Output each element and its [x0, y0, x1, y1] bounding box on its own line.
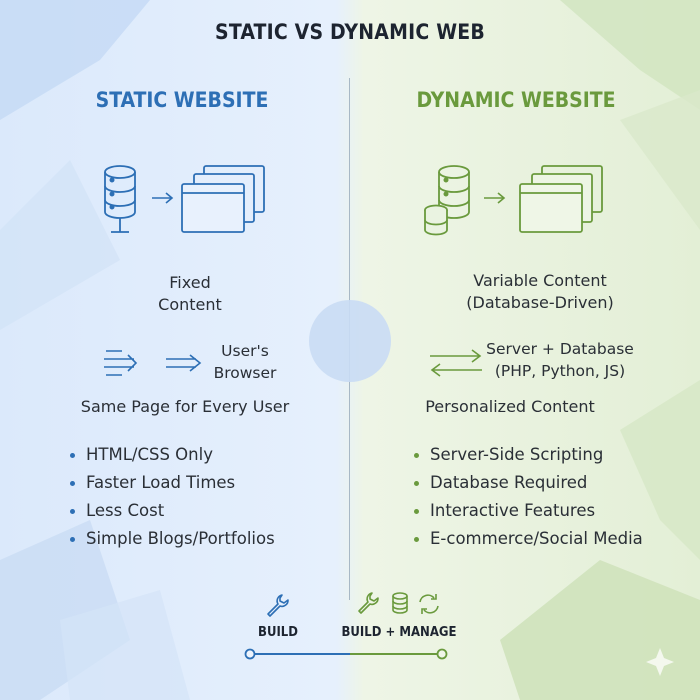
database-icon	[424, 204, 448, 236]
user-browser-label: User's Browser	[200, 340, 290, 384]
bullet-dot	[414, 509, 419, 514]
dynamic-tagline: Personalized Content	[425, 397, 595, 416]
list-item: HTML/CSS Only	[70, 441, 275, 469]
bidirectional-arrow-icon	[430, 349, 482, 377]
list-item-label: Simple Blogs/Portfolios	[86, 529, 275, 548]
list-item: Interactive Features	[414, 497, 643, 525]
center-decoration	[309, 300, 391, 382]
user-browser-line1: User's	[221, 342, 269, 360]
dynamic-content-label: Variable Content (Database-Driven)	[440, 270, 640, 314]
timeline-start-node	[244, 648, 256, 660]
main-title: STATIC VS DYNAMIC WEB	[215, 20, 485, 44]
server-database-line2: (PHP, Python, JS)	[494, 362, 626, 380]
wrench-icon	[267, 594, 289, 617]
static-tagline: Same Page for Every User	[80, 397, 290, 416]
list-item-label: Faster Load Times	[86, 473, 236, 492]
arrow-right-icon	[484, 192, 506, 204]
wrench-icon	[358, 592, 379, 614]
bullet-dot	[70, 453, 75, 458]
bullet-dot	[414, 537, 419, 542]
list-item-label: Database Required	[430, 473, 588, 492]
list-item: Faster Load Times	[70, 469, 275, 497]
list-item-label: Less Cost	[86, 501, 165, 520]
server-icon	[104, 165, 136, 233]
arrow-right-icon	[166, 354, 202, 372]
bullet-dot	[414, 481, 419, 486]
dynamic-content-line1: Variable Content	[473, 271, 607, 290]
build-manage-label: BUILD + MANAGE	[341, 625, 457, 640]
dynamic-flow	[430, 349, 482, 377]
static-diagram	[104, 165, 265, 233]
list-item: Simple Blogs/Portfolios	[70, 525, 275, 553]
stacked-windows-icon	[181, 165, 265, 233]
static-features-list: HTML/CSS Only Faster Load Times Less Cos…	[70, 441, 275, 553]
dynamic-diagram	[424, 165, 603, 236]
server-database-line1: Server + Database	[486, 340, 634, 358]
bullet-dot	[70, 481, 75, 486]
dynamic-footer-icons	[358, 592, 439, 614]
static-content-line2: Content	[158, 295, 222, 314]
build-label: BUILD	[258, 625, 298, 640]
timeline-end-node	[436, 648, 448, 660]
list-item: Server-Side Scripting	[414, 441, 643, 469]
server-database-label: Server + Database (PHP, Python, JS)	[480, 338, 640, 382]
static-content-label: Fixed Content	[90, 272, 290, 316]
bullet-dot	[70, 537, 75, 542]
stacked-windows-icon	[519, 165, 603, 233]
list-item-label: Server-Side Scripting	[430, 445, 604, 464]
dynamic-features-list: Server-Side Scripting Database Required …	[414, 441, 643, 553]
dynamic-content-line2: (Database-Driven)	[466, 293, 614, 312]
footer-timeline	[244, 648, 448, 660]
arrow-right-icon	[152, 192, 174, 204]
list-item-label: Interactive Features	[430, 501, 596, 520]
refresh-icon	[419, 594, 439, 614]
transfer-arrows-icon	[104, 350, 138, 376]
static-website-heading: STATIC WEBSITE	[95, 88, 269, 112]
list-item-label: E-commerce/Social Media	[430, 529, 643, 548]
bullet-dot	[414, 453, 419, 458]
list-item: Less Cost	[70, 497, 275, 525]
static-content-line1: Fixed	[169, 273, 211, 292]
list-item-label: HTML/CSS Only	[86, 445, 213, 464]
database-icon	[392, 592, 408, 614]
static-flow	[104, 350, 202, 376]
dynamic-website-heading: DYNAMIC WEBSITE	[416, 88, 616, 112]
bullet-dot	[70, 509, 75, 514]
list-item: E-commerce/Social Media	[414, 525, 643, 553]
user-browser-line2: Browser	[213, 364, 277, 382]
list-item: Database Required	[414, 469, 643, 497]
